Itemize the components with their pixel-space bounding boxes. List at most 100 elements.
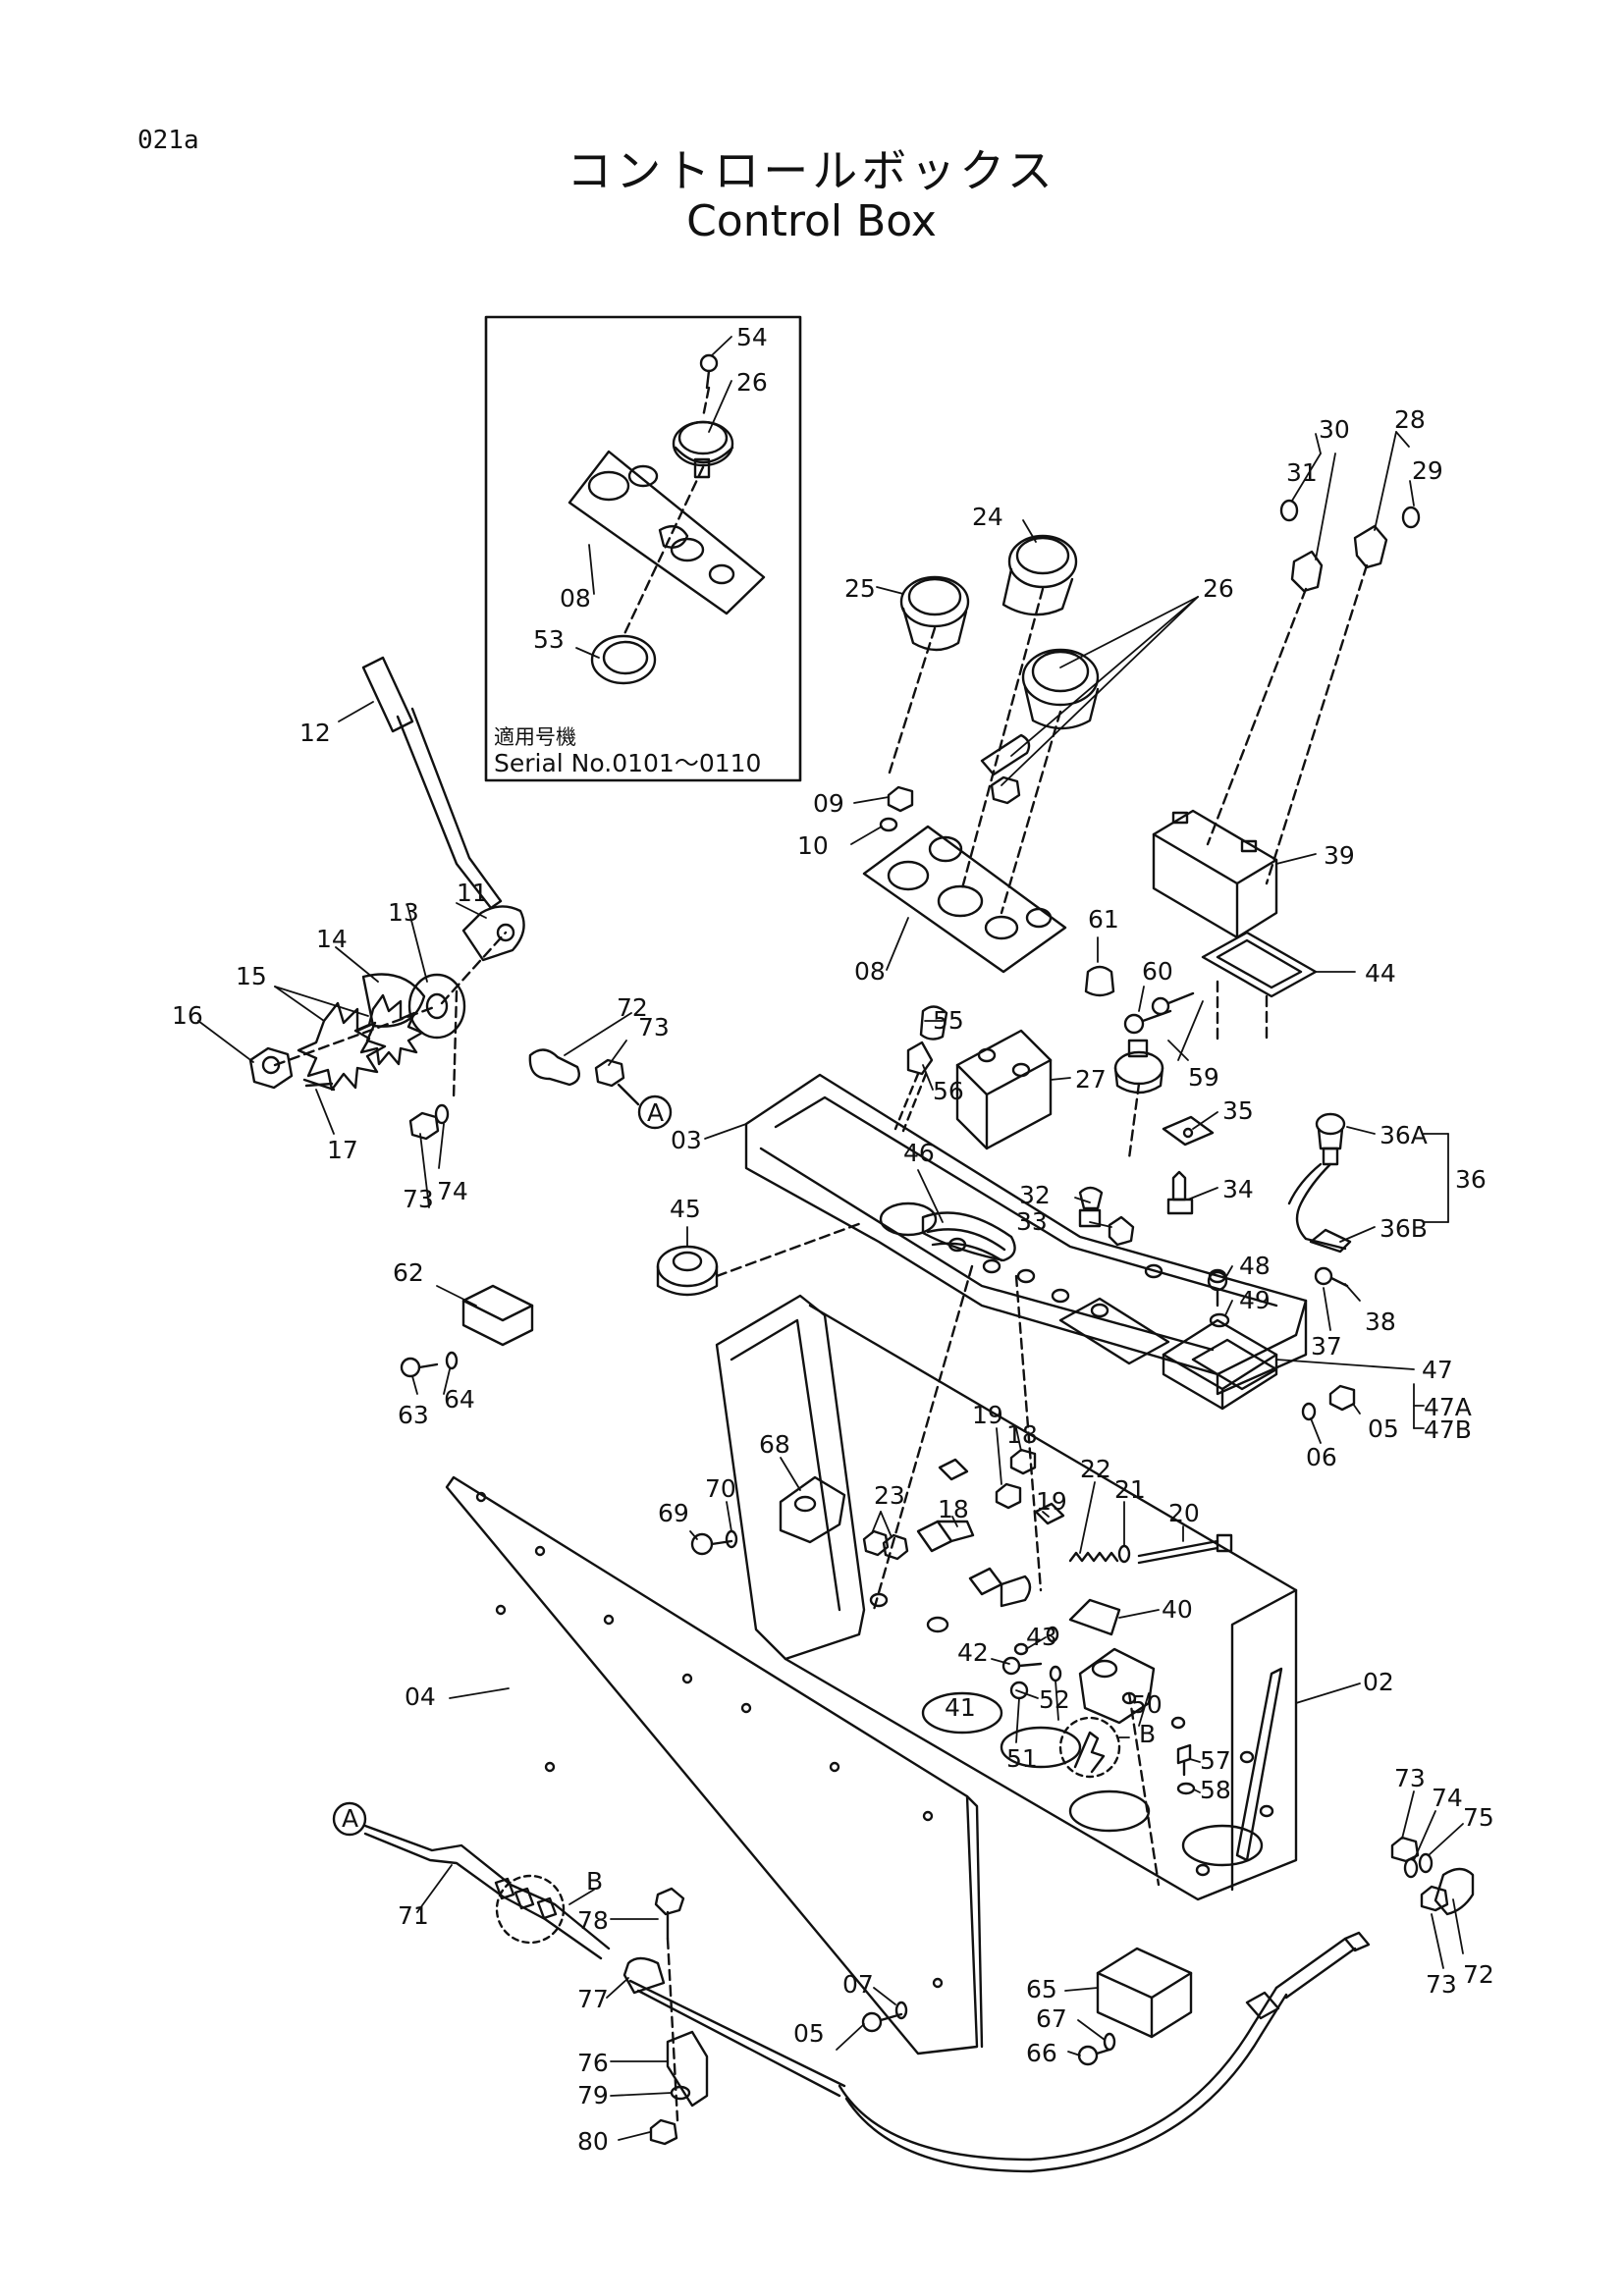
bolt-05-right [1328,1384,1356,1412]
bolt-48 [1207,1270,1228,1308]
part-label: 68 [759,1430,790,1459]
switch-32 [1078,1186,1104,1228]
bolt-42 [1001,1656,1043,1676]
part-label: 33 [1016,1207,1048,1236]
part-label: 38 [1365,1308,1396,1336]
spring-washer-15 [297,993,424,1092]
part-label: 61 [1088,905,1119,934]
switch-30 [1290,550,1324,593]
part-label: 34 [1222,1175,1254,1203]
washer-10 [879,817,898,832]
washer-43 [1046,1626,1059,1643]
part-label: 13 [388,898,419,927]
part-label: 20 [1168,1499,1200,1527]
switch-33 [1108,1215,1135,1247]
inset-label: 54 [736,323,768,351]
washer-58 [1176,1782,1196,1795]
part-label: 42 [957,1638,989,1667]
part-label: 23 [874,1481,905,1510]
bolt-09 [887,785,914,813]
part-label: 78 [577,1906,609,1935]
part-label: A [342,1804,358,1833]
part-label: 43 [1026,1623,1057,1651]
pin-17 [302,1078,336,1092]
nut-73-left [408,1111,440,1141]
part-label: 47A [1424,1393,1472,1421]
bolt-20 [1137,1533,1233,1565]
part-label: B [586,1867,603,1896]
inner-frame [715,1294,866,1661]
part-label: 27 [1075,1065,1107,1094]
lamp-socket-56 [893,1041,934,1133]
part-label: 70 [705,1474,736,1503]
part-label: 79 [577,2081,609,2109]
page-code: 021a [137,126,199,155]
top-panel-03 [744,1073,1308,1396]
part-label: 44 [1365,959,1396,988]
part-label: 35 [1222,1096,1254,1125]
washer-67 [1103,2032,1116,2052]
part-label: 09 [813,789,844,818]
washer-07 [894,2001,908,2020]
part-label: 05 [793,2019,825,2048]
part-label: 74 [437,1177,468,1205]
part-label: 15 [236,962,267,990]
relay-47 [1162,1318,1278,1411]
part-label: 19 [972,1401,1003,1429]
gauge-24 [1001,534,1078,616]
part-label: 73 [403,1185,434,1213]
horn-button-36a [1315,1112,1346,1166]
part-label: 60 [1142,957,1173,986]
switch-31 [1279,499,1299,522]
gauge-panel-08 [862,825,1067,974]
part-label: 46 [903,1139,935,1167]
switch-50 [1078,1647,1156,1725]
bracket-68 [779,1475,846,1544]
part-label: 45 [670,1195,701,1223]
callout-b-box [1058,1716,1121,1779]
bolt-78 [654,1887,685,1941]
gauge-26 [1021,648,1100,730]
ball-joint-72 [528,1048,580,1087]
part-label: 65 [1026,1975,1057,2003]
inset-gauge [672,420,734,479]
inset-panel-plate [568,450,766,615]
part-label: 49 [1239,1286,1271,1314]
bolt-51 [1009,1681,1029,1700]
part-label: 03 [671,1126,702,1154]
part-label: 02 [1363,1668,1394,1696]
washer-49 [1209,1312,1230,1328]
washer-06 [1301,1402,1317,1421]
part-label: 48 [1239,1252,1271,1280]
part-label: 77 [577,1985,609,2013]
inset-label: 08 [560,584,591,613]
washer-75 [1418,1852,1434,1874]
switch-34 [1166,1170,1194,1215]
inset-labels: 54 26 08 53 適用号機 Serial No.0101～0110 [494,323,768,777]
washer-52 [1049,1665,1062,1682]
part-label: 47 [1422,1356,1453,1384]
bolt-57 [1176,1743,1192,1777]
part-label: 25 [844,574,876,603]
inset-serial: Serial No.0101～0110 [494,749,761,777]
switch-62 [461,1284,534,1347]
part-label: 63 [398,1401,429,1429]
part-label: 62 [393,1258,424,1287]
part-label: 71 [398,1901,429,1930]
washer-74-right [1403,1857,1419,1879]
part-label: 56 [933,1077,964,1105]
switch-28 [1353,524,1388,569]
plate-35 [1162,1115,1215,1147]
part-label: 08 [854,957,886,986]
lamp-55 [919,1005,948,1041]
switch-65 [1096,1947,1193,2039]
part-label: 11 [457,879,488,907]
part-label: 76 [577,2049,609,2077]
part-label: 66 [1026,2039,1057,2067]
washer-70 [725,1529,738,1549]
battery-holder-44 [1201,931,1318,998]
grommet-45 [656,1245,719,1297]
inset-caption-jp: 適用号機 [494,725,576,749]
part-label: 69 [658,1499,689,1527]
part-label: 58 [1200,1776,1231,1804]
